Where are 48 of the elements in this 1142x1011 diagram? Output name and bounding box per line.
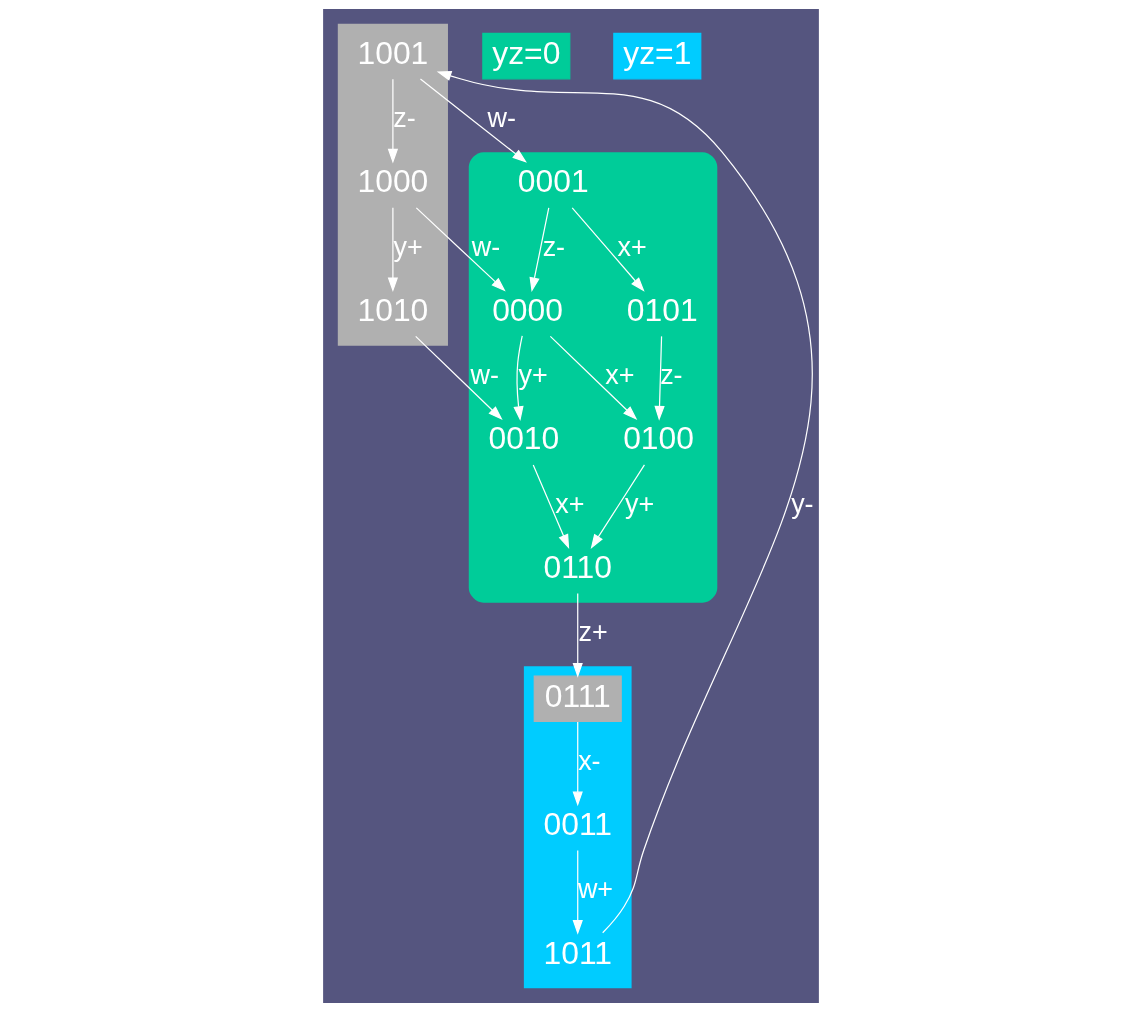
node-text: 1001: [357, 34, 429, 71]
node-text: 1010: [357, 291, 429, 328]
arrow: [387, 206, 399, 292]
arrow: [532, 463, 570, 549]
arrow: [415, 206, 506, 292]
node-text: 0100: [623, 419, 694, 456]
arrow: [654, 335, 665, 421]
arrow: [529, 206, 550, 292]
arrow: [436, 70, 813, 933]
edge-label: z+: [578, 616, 608, 647]
node-text: 1000: [357, 162, 429, 199]
cluster: [337, 23, 448, 346]
edge-label: y-: [791, 488, 814, 519]
edge-label: w-: [487, 102, 517, 133]
node-text: 0011: [543, 805, 612, 842]
edge-label: w+: [577, 873, 614, 904]
edge-label: y+: [393, 231, 423, 262]
node-text: 0001: [517, 162, 589, 199]
edge-label: z-: [660, 359, 683, 390]
edge-label: w-: [471, 231, 501, 262]
arrow: [572, 849, 583, 935]
arrow: [590, 463, 646, 549]
node-text: 0010: [488, 419, 560, 456]
node-text: 1011: [543, 934, 612, 971]
cluster: [523, 665, 632, 988]
edge-label: x+: [617, 231, 647, 262]
arrow: [572, 720, 583, 806]
edge-label: w-: [470, 359, 499, 390]
arrow: [571, 206, 645, 292]
node-text: 0110: [543, 548, 612, 585]
legend-label: yz=1: [623, 34, 692, 71]
edge-label: z-: [542, 231, 566, 262]
edge-label: z-: [393, 102, 416, 133]
edge-label: x-: [578, 745, 601, 776]
arrow: [549, 335, 638, 420]
arrow: [419, 77, 527, 163]
node-text: 0101: [626, 291, 698, 328]
arrow: [513, 334, 524, 421]
arrow: [387, 78, 399, 164]
node-text: 0000: [492, 291, 563, 328]
legend-label: yz=0: [492, 34, 561, 71]
arrow: [415, 335, 503, 420]
edge-label: x+: [605, 359, 635, 390]
edge-label: y+: [624, 488, 655, 519]
arrow: [572, 592, 583, 678]
edge-label: y+: [518, 359, 548, 390]
node-box: 0111: [533, 675, 622, 722]
edge-label: x+: [555, 488, 585, 519]
